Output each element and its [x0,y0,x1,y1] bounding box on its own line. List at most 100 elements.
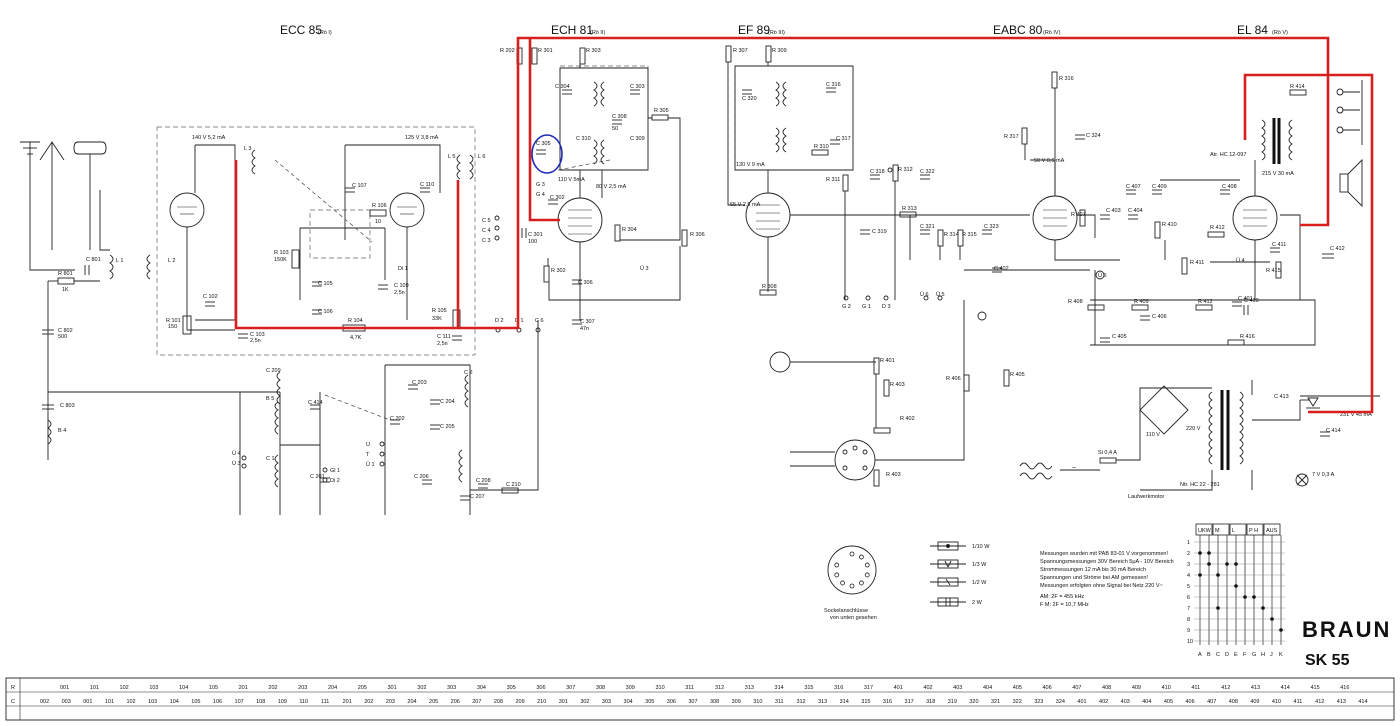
r414-label: R 414 [1290,84,1305,90]
fuse-label: Si 0,4 A [1098,450,1117,456]
index-cell: 307 [688,699,697,705]
mains-220: 220 V [1186,426,1201,432]
socket-pin [840,580,845,586]
index-cell: 103 [148,699,157,705]
dipole-icon [39,141,65,200]
u-label: Ü 6 [1098,272,1107,279]
ecc85b-voltage: 125 V 3,8 mA [405,135,439,141]
switch-col-label: H [1261,652,1265,658]
index-cell: 305 [507,685,516,691]
index-cell: 303 [447,685,456,691]
switch-contact [1279,628,1283,632]
switch-head-box [1195,523,1213,536]
index-cell: 312 [796,699,805,705]
switch-head-label: AUS [1266,528,1278,534]
c111-value: 2,5n [437,341,448,347]
index-cell: 410 [1272,699,1281,705]
switch-row-label: 2 [1187,551,1190,557]
index-cell: 201 [239,685,248,691]
switch-row-label: 7 [1187,606,1190,612]
switch-head-box [1229,523,1247,536]
tube-ecc85-a [169,192,205,228]
r306-label: R 306 [690,232,705,238]
index-cell: 412 [1221,685,1230,691]
r409-label: R 409 [1134,299,1149,305]
index-cell: 207 [472,699,481,705]
switch-col-label: B [1207,652,1211,658]
r411-label: R 411 [1190,260,1204,266]
c323-label: C 323 [984,224,999,230]
c408-label: C 408 [1222,184,1237,190]
voltage-selector [1139,385,1189,435]
di2-label: Ü 3 [640,265,649,272]
c414-label: C 414 [1326,428,1341,434]
index-cell: 101 [90,685,99,691]
socket-pin [849,583,855,589]
switch-contact [1216,573,1220,577]
index-cell: 414 [1281,685,1290,691]
speaker-icon [1339,158,1363,208]
ech81-section: 80 V 2,5 mA 110 V 5mA R 202 R 301 C 301 … [500,47,705,332]
index-cell: 403 [953,685,962,691]
socket-pin [849,551,855,557]
r415-label: R 415 [1266,268,1281,274]
measure-note-2: Spannungsmessungen 30V Bereich 5μA - 10V… [1040,559,1174,565]
r312-label: R 312 [898,167,913,173]
index-cell: 003 [62,699,71,705]
c203-label: C 202 [390,416,405,422]
term-d2: Ü 3 [232,460,241,467]
tube-ef89 [745,192,791,238]
c304-label: C 304 [555,84,570,90]
c205-label: C 204 [440,399,455,405]
legend-1-3w: 1/3 W [972,562,987,568]
legend-2w: 2 W [972,600,983,606]
c324-label: C 324 [1086,133,1101,139]
switch-col-label: J [1270,652,1273,658]
socket-pin [864,562,870,568]
tube-sub-ef89: (Rö III) [768,30,785,36]
l7-label: B 4 [58,428,66,434]
index-cell: 204 [407,699,416,705]
r104-value: 4,7K [350,335,362,341]
terminals [241,167,943,483]
index-cell: 312 [715,685,724,691]
eabc80-voltage: 50 V 0,6 mA [1034,158,1065,164]
r416-label: R 416 [1240,334,1255,340]
c303-label: C 303 [630,84,645,90]
c406-label: C 406 [1152,314,1167,320]
index-cell: 202 [364,699,373,705]
tube-label-ecc85: ECC 85 [280,23,322,37]
pickup-section: R 401 R 402 R 403 R 403 R 406 R 405 [769,269,1090,487]
c320-label: C 320 [742,96,757,102]
power-supply: Ntr. HC 22 - 281 110 V 220 V ~ Si 0,4 A … [1019,380,1380,500]
switch-col-label: D [1225,652,1229,658]
switch-contact [1243,595,1247,599]
index-cell: 407 [1072,685,1081,691]
l2-label: L 2 [168,258,175,264]
c301-value: 100 [528,239,537,245]
r105-value: 33K [432,316,442,322]
c413-label: C 413 [1274,394,1289,400]
index-cell: 412 [1315,699,1324,705]
c410-label: C 410 [1244,298,1259,304]
c318-label: C 318 [870,169,885,175]
measure-note-1: Messungen wurden mit PAB 83-01 V vorgeno… [1040,551,1168,557]
switch-contact [1252,595,1256,599]
index-cell: 313 [818,699,827,705]
c305-label: C 305 [536,141,551,147]
mains-ac: ~ [1072,465,1076,472]
l5-label: L 5 [448,154,455,160]
index-cell: 408 [1102,685,1111,691]
r413-label: R 412 [1198,299,1213,305]
c403-label: C 403 [1106,208,1121,214]
index-cell: 109 [278,699,287,705]
switch-head-box [1246,523,1264,536]
switch-col-label: G [1252,652,1256,658]
index-cell: 111 [321,699,329,705]
measure-note-4: Spannungen und Ströme bei AM gemessen! [1040,575,1148,581]
highlight-path [234,36,1374,414]
highlight-circle [531,134,563,174]
